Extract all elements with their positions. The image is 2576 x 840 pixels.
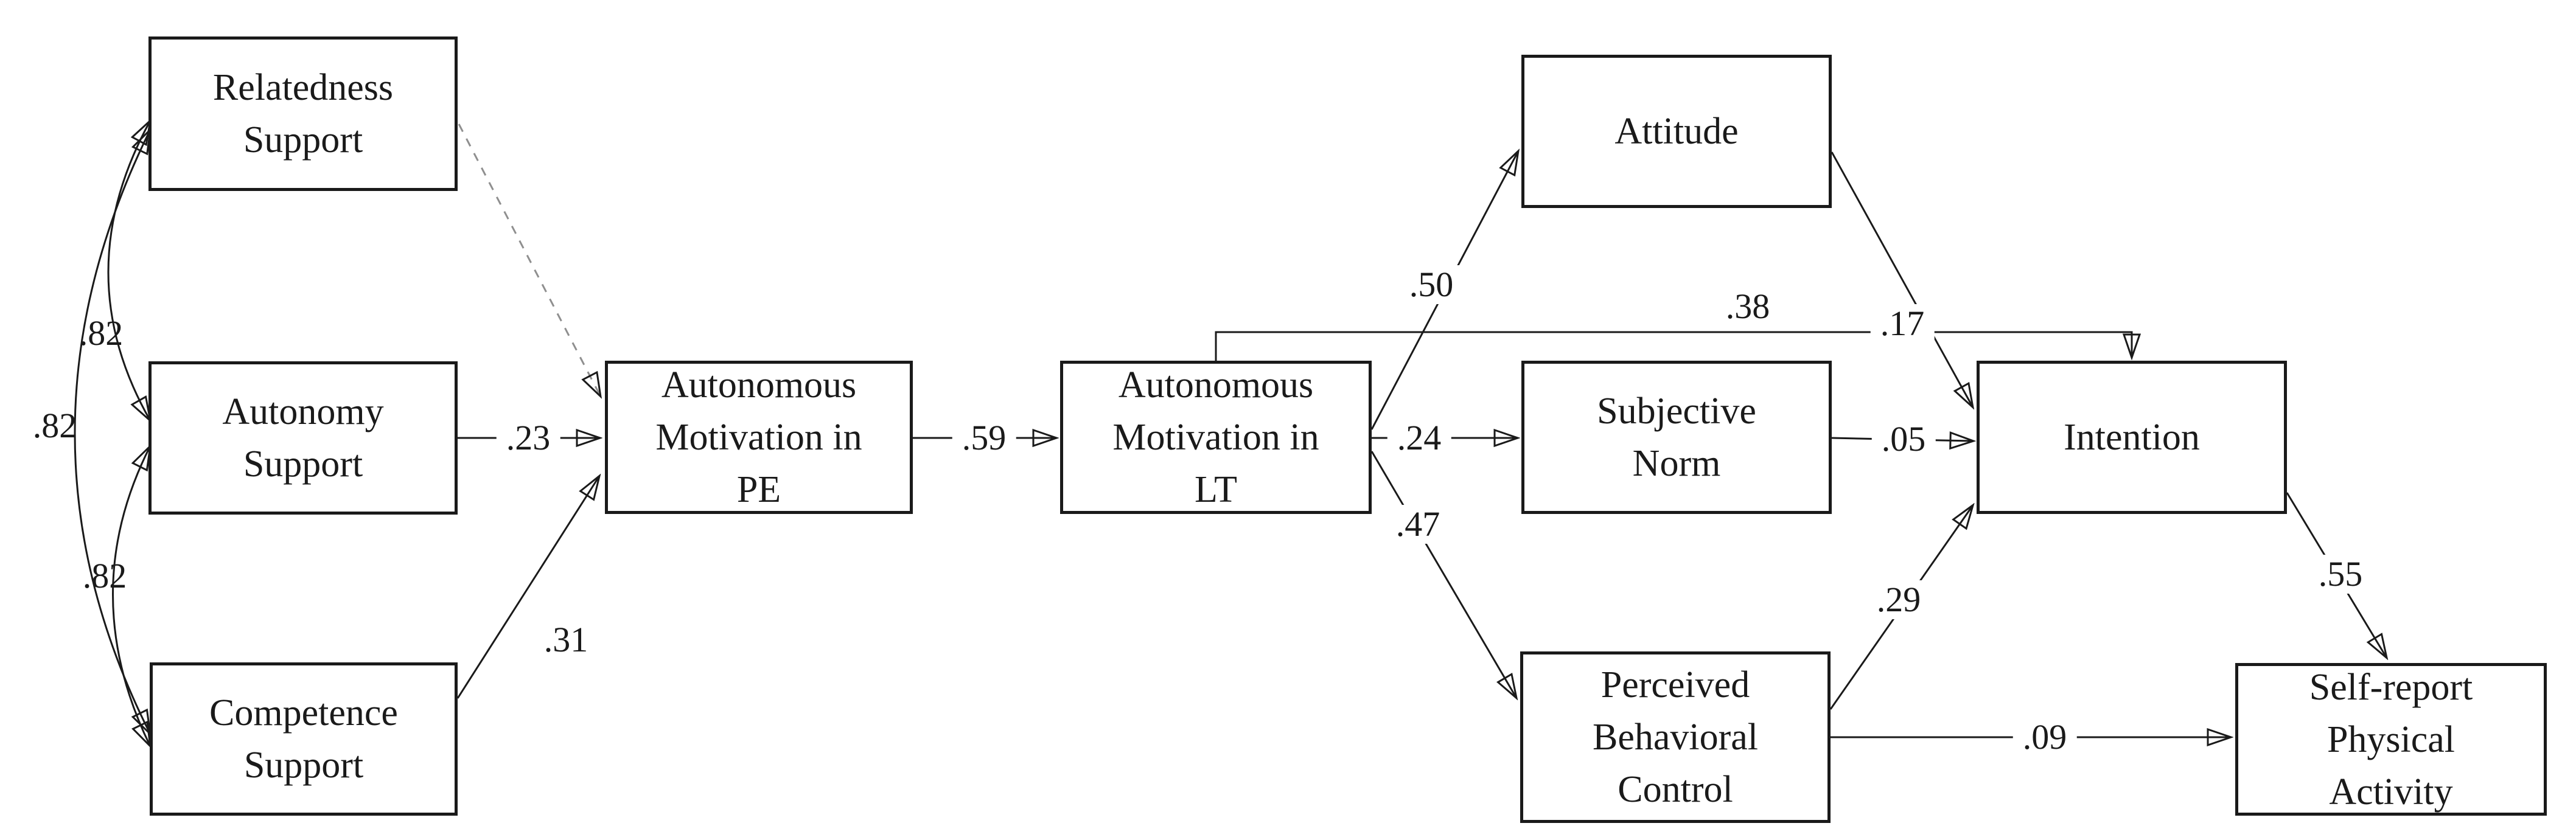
coefficient-lt-attitude: .50 [1399, 265, 1464, 304]
node-attitude: Attitude [1521, 55, 1832, 208]
node-self-report-physical-activity-label: Self-report Physical Activity [2309, 666, 2473, 813]
coefficient-autonomy-competence: .82 [82, 556, 127, 595]
coefficient-competence-pe: .31 [534, 620, 598, 659]
coefficient-lt-pbc: .47 [1386, 505, 1450, 544]
edge-attitude-to-intention-arrow [1831, 151, 1972, 406]
node-relatedness-support: Relatedness Support [148, 36, 458, 191]
edge-competence-to-pe-arrow [456, 477, 599, 699]
coefficient-subjective-norm-intention: .05 [1871, 420, 1936, 459]
edge-relatedness-competence-curve [74, 131, 150, 733]
coefficient-pe-lt: .59 [952, 418, 1016, 457]
node-perceived-behavioral-control: Perceived Behavioral Control [1520, 651, 1831, 823]
coefficient-relatedness-competence: .82 [32, 406, 77, 445]
coefficient-intention-self-report-pa: .55 [2308, 555, 2373, 594]
node-autonomous-motivation-pe-label: Autonomous Motivation in PE [655, 364, 862, 510]
coefficient-lt-intention: .38 [1725, 286, 1770, 326]
node-autonomy-support-label: Autonomy Support [222, 391, 384, 485]
node-autonomous-motivation-lt-label: Autonomous Motivation in LT [1112, 364, 1319, 510]
node-relatedness-support-label: Relatedness Support [212, 67, 394, 161]
coefficient-lt-subjective-norm: .24 [1387, 418, 1451, 457]
node-attitude-label: Attitude [1614, 111, 1739, 152]
coefficient-pbc-self-report-pa: .09 [2012, 718, 2077, 757]
node-autonomy-support: Autonomy Support [148, 361, 458, 515]
node-subjective-norm: Subjective Norm [1521, 361, 1832, 514]
coefficient-attitude-intention: .17 [1870, 304, 1935, 343]
node-intention: Intention [1977, 361, 2287, 514]
node-intention-label: Intention [2064, 417, 2200, 458]
coefficient-pbc-intention: .29 [1866, 580, 1931, 619]
coefficient-relatedness-autonomy: .82 [79, 313, 124, 353]
node-competence-support: Competence Support [150, 662, 458, 816]
edge-lt-to-pbc-arrow [1370, 451, 1516, 697]
edge-relatedness-autonomy-curve [107, 122, 150, 420]
edge-relatedness-to-pe-dashed-arrow [458, 123, 600, 395]
node-subjective-norm-label: Subjective Norm [1597, 390, 1756, 484]
node-competence-support-label: Competence Support [209, 692, 398, 786]
node-perceived-behavioral-control-label: Perceived Behavioral Control [1592, 664, 1758, 810]
node-autonomous-motivation-pe: Autonomous Motivation in PE [605, 361, 913, 514]
coefficient-autonomy-pe: .23 [496, 418, 560, 457]
node-self-report-physical-activity: Self-report Physical Activity [2235, 663, 2547, 816]
edge-autonomy-competence-curve [112, 447, 150, 745]
node-autonomous-motivation-lt: Autonomous Motivation in LT [1060, 361, 1372, 514]
edge-lt-to-intention-arrow [1215, 331, 2132, 361]
